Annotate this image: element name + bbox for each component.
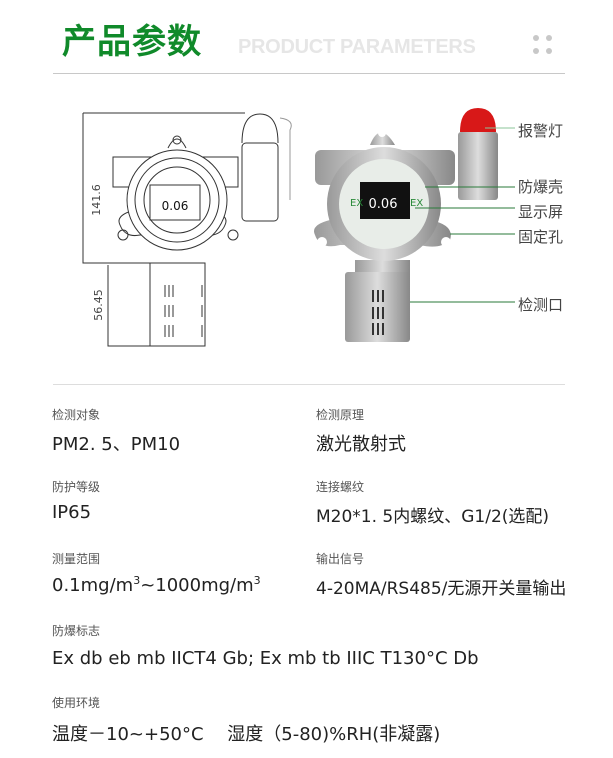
page-title: 产品参数 [62, 22, 202, 62]
spec-value: 激光散射式 [316, 434, 406, 455]
photo-reading: 0.06 [369, 197, 398, 212]
height-dimension: 141.6 [90, 184, 103, 216]
callout-mounting-hole: 固定孔 [518, 228, 564, 246]
spec-label: 使用环境 [52, 696, 101, 710]
callout-explosion-proof-shell: 防爆壳 [518, 178, 564, 196]
product-photo: 0.06 EX EX [314, 108, 515, 342]
callout-alarm-light: 报警灯 [518, 122, 564, 140]
drawing-reading: 0.06 [162, 199, 189, 213]
range-text: ~1000mg/m [140, 575, 254, 596]
spec-value: 0.1mg/m3~1000mg/m3 [52, 574, 261, 596]
spec-value: PM2. 5、PM10 [52, 434, 181, 455]
spec-label: 检测原理 [316, 408, 365, 422]
superscript: 3 [133, 574, 141, 587]
technical-drawing: 141.6 56.45 0.06 [82, 112, 292, 347]
spec-label: 检测对象 [52, 408, 101, 422]
callout-detection-port: 检测口 [518, 296, 564, 314]
ex-mark: EX [410, 198, 423, 209]
spec-label: 连接螺纹 [316, 480, 365, 494]
page-subtitle: PRODUCT PARAMETERS [238, 36, 476, 58]
callout-display: 显示屏 [518, 203, 564, 221]
spec-value: 温度－10~+50°C 湿度（5-80)%RH(非凝露) [52, 724, 441, 745]
spec-label: 测量范围 [52, 552, 101, 566]
spec-value: 4-20MA/RS485/无源开关量输出 [316, 579, 567, 599]
range-text: 0.1mg/m [52, 575, 134, 596]
superscript: 3 [253, 574, 261, 587]
spec-value: M20*1. 5内螺纹、G1/2(选配) [316, 507, 550, 527]
spec-value: Ex db eb mb IICT4 Gb; Ex mb tb IIIC T130… [52, 648, 479, 669]
spec-label: 防护等级 [52, 480, 101, 494]
dots-icon [533, 35, 553, 55]
spec-label: 防爆标志 [52, 624, 101, 638]
spec-label: 输出信号 [316, 552, 365, 566]
spec-value: IP65 [52, 502, 92, 523]
ex-mark: EX [350, 198, 363, 209]
divider [53, 384, 565, 385]
probe-dimension: 56.45 [92, 289, 105, 321]
divider [53, 73, 565, 74]
